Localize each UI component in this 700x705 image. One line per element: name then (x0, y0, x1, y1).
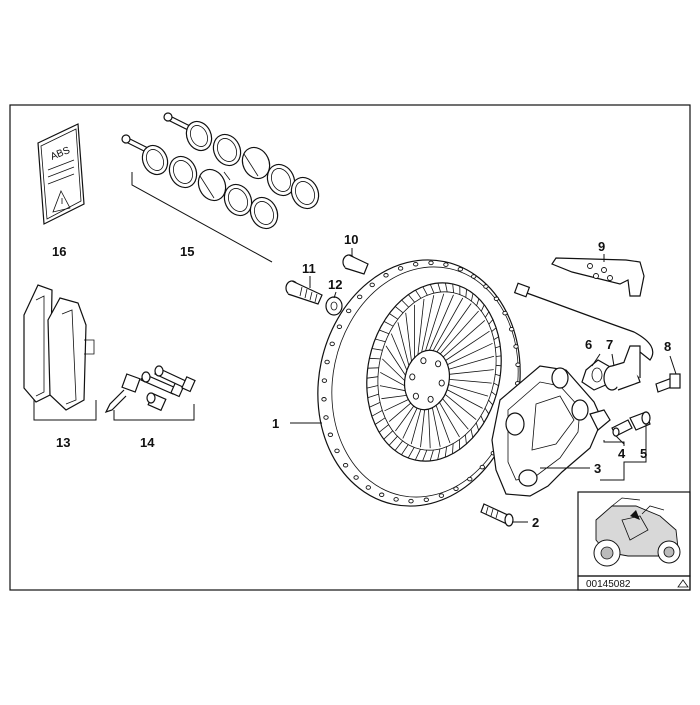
hub-hole (439, 380, 444, 386)
callout-12[interactable]: 12 (328, 277, 342, 292)
bleed-screw (164, 113, 190, 130)
motorcycle-thumbnail[interactable]: 00145082 (578, 492, 690, 590)
callout-7[interactable]: 7 (606, 337, 613, 352)
hub-hole (413, 393, 418, 399)
callout-2[interactable]: 2 (532, 515, 539, 530)
seal-ring (208, 130, 245, 170)
drill-hole (330, 342, 334, 346)
callout-15[interactable]: 15 (180, 244, 194, 259)
drill-hole (439, 494, 443, 498)
drill-hole (325, 360, 329, 364)
drill-hole (424, 498, 428, 502)
bleed-screw (122, 135, 148, 152)
drill-hole (484, 285, 488, 289)
callout-10[interactable]: 10 (344, 232, 358, 247)
drill-hole (398, 267, 402, 271)
drill-hole (516, 363, 520, 367)
callout-5[interactable]: 5 (640, 446, 647, 461)
abs-sticker[interactable]: ABS (38, 124, 84, 224)
drill-hole (468, 477, 472, 481)
drill-hole (503, 311, 507, 315)
drill-hole (480, 465, 484, 469)
callout-3[interactable]: 3 (594, 461, 601, 476)
drill-hole (409, 499, 413, 503)
bleed-screw-small[interactable] (612, 420, 632, 436)
triangle-marker-icon (678, 580, 688, 587)
drill-hole (444, 263, 448, 267)
drill-hole (454, 487, 458, 491)
seal-ring (182, 117, 216, 154)
disc-bolt-short[interactable] (343, 255, 368, 274)
callout-1[interactable]: 1 (272, 416, 279, 431)
drill-hole (458, 267, 462, 271)
callout-11[interactable]: 11 (302, 261, 316, 276)
pad-pin-cap (147, 393, 166, 410)
drill-hole (337, 325, 341, 329)
brake-pad (48, 298, 94, 410)
brake-pad (24, 285, 52, 402)
hub-hole (428, 396, 433, 402)
dust-cap[interactable] (630, 412, 650, 430)
pad-retaining-clip (106, 374, 140, 412)
drill-hole (429, 261, 433, 265)
caliper-mounting-bolt[interactable] (481, 504, 513, 526)
drill-hole (358, 295, 362, 299)
drill-hole (494, 297, 498, 301)
drill-hole (354, 476, 358, 480)
callout-9[interactable]: 9 (598, 239, 605, 254)
catalog-number: 00145082 (586, 579, 631, 590)
callout-13[interactable]: 13 (56, 435, 70, 450)
seal-ring (164, 152, 201, 192)
drill-hole (322, 379, 326, 383)
hub-hole (436, 361, 441, 367)
drill-hole (343, 463, 347, 467)
motorcycle-icon (594, 498, 680, 566)
disc-bolt-long[interactable] (286, 281, 322, 304)
hub-hole (410, 374, 415, 380)
drill-hole (414, 262, 418, 266)
drill-hole (370, 283, 374, 287)
drill-hole (384, 274, 388, 278)
abs-sensor[interactable] (604, 346, 640, 390)
callout-8[interactable]: 8 (664, 339, 671, 354)
drill-hole (394, 498, 398, 502)
seal-ring (138, 141, 172, 178)
drill-hole (347, 309, 351, 313)
brake-pads[interactable] (24, 285, 96, 420)
carrier-tooth (496, 365, 501, 366)
drill-hole (380, 493, 384, 497)
callout-6[interactable]: 6 (585, 337, 592, 352)
pad-pins[interactable] (106, 366, 195, 420)
drill-hole (509, 327, 513, 331)
callout-16[interactable]: 16 (52, 244, 66, 259)
sensor-bolt[interactable] (656, 374, 680, 392)
drill-hole (322, 398, 326, 402)
washer[interactable] (326, 297, 342, 315)
drill-hole (472, 275, 476, 279)
hub-hole (421, 358, 426, 364)
seal-kit[interactable] (122, 113, 324, 262)
drill-hole (335, 449, 339, 453)
callout-14[interactable]: 14 (140, 435, 155, 450)
drill-hole (514, 345, 518, 349)
callout-4[interactable]: 4 (618, 446, 626, 461)
cable-bracket[interactable] (552, 258, 644, 296)
drill-hole (328, 433, 332, 437)
drill-hole (324, 416, 328, 420)
drill-hole (366, 486, 370, 490)
